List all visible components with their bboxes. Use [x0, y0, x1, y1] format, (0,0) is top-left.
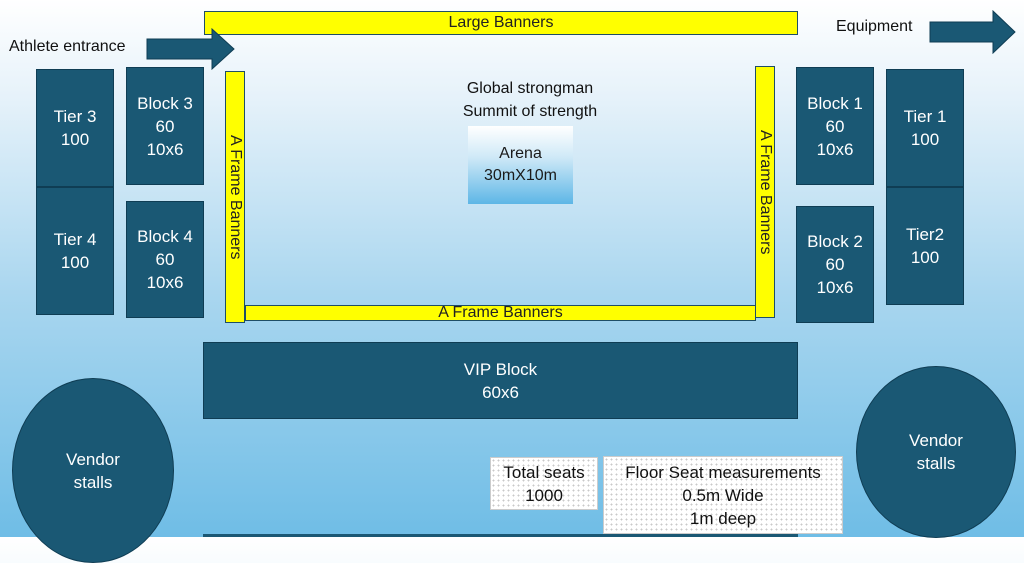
- block-1-size: 10x6: [816, 139, 854, 159]
- floor-seat-title: Floor Seat measurements: [625, 462, 821, 482]
- vip-block-name: VIP Block: [463, 359, 538, 379]
- tier-3: Tier 3 100: [36, 69, 114, 187]
- block-3-name: Block 3: [137, 93, 193, 113]
- vendor-stalls-left-line1: Vendor: [66, 449, 120, 469]
- block-1: Block 1 60 10x6: [796, 67, 874, 185]
- bottom-edge-strip: [203, 534, 798, 537]
- event-title-line1: Global strongman: [466, 80, 594, 97]
- vip-block-size: 60x6: [482, 382, 519, 402]
- block-3-seats: 60: [155, 116, 175, 136]
- block-2-name: Block 2: [807, 232, 863, 251]
- block-3-size: 10x6: [146, 139, 184, 159]
- block-3: Block 3 60 10x6: [126, 67, 204, 185]
- vendor-stalls-left: Vendor stalls: [12, 378, 174, 563]
- block-4: Block 4 60 10x6: [126, 201, 204, 318]
- vendor-stalls-right-line1: Vendor: [909, 431, 963, 450]
- tier-1-name: Tier 1: [903, 107, 947, 126]
- vendor-stalls-left-line2: stalls: [73, 472, 113, 492]
- tier-3-seats: 100: [60, 130, 90, 149]
- tier-4-seats: 100: [60, 253, 90, 272]
- large-banner-label: Large Banners: [448, 14, 554, 31]
- tier-4-name: Tier 4: [53, 230, 97, 249]
- vendor-stalls-right: Vendor stalls: [856, 366, 1016, 538]
- a-frame-banner-bottom-label: A Frame Banners: [438, 304, 563, 321]
- block-2: Block 2 60 10x6: [796, 206, 874, 323]
- floor-seat-depth: 1m deep: [689, 508, 757, 528]
- large-banner: Large Banners: [204, 11, 798, 35]
- event-title-line2: Summit of strength: [462, 103, 598, 120]
- athlete-entrance-arrow-icon: [146, 28, 235, 70]
- block-2-seats: 60: [825, 255, 845, 274]
- a-frame-banner-left-label: A Frame Banners: [227, 134, 244, 260]
- block-4-name: Block 4: [137, 227, 193, 246]
- athlete-entrance-label: Athlete entrance: [9, 38, 126, 55]
- block-1-seats: 60: [825, 116, 845, 136]
- tier-3-name: Tier 3: [53, 107, 97, 126]
- tier-1: Tier 1 100: [886, 69, 964, 187]
- tier-2-seats: 100: [910, 248, 940, 267]
- tier-2-name: Tier2: [905, 225, 945, 244]
- block-4-size: 10x6: [146, 273, 184, 292]
- equipment-arrow-icon: [929, 10, 1016, 54]
- total-seats-label: Total seats: [503, 462, 585, 482]
- tier-4: Tier 4 100: [36, 187, 114, 315]
- floor-seat-measurements-box: Floor Seat measurements 0.5m Wide 1m dee…: [603, 456, 843, 534]
- equipment-label: Equipment: [836, 18, 913, 35]
- a-frame-banner-bottom: A Frame Banners: [245, 304, 756, 321]
- event-title: Global strongman Summit of strength: [440, 77, 620, 123]
- a-frame-banner-left: A Frame Banners: [225, 71, 245, 323]
- vendor-stalls-right-line2: stalls: [916, 454, 956, 473]
- block-2-size: 10x6: [816, 278, 854, 297]
- a-frame-banner-right: A Frame Banners: [755, 66, 775, 318]
- arena-label: Arena: [499, 145, 542, 162]
- floor-seat-width: 0.5m Wide: [682, 485, 764, 505]
- vip-block: VIP Block 60x6: [203, 342, 798, 419]
- tier-1-seats: 100: [910, 130, 940, 149]
- total-seats-value: 1000: [525, 485, 563, 505]
- total-seats-box: Total seats 1000: [490, 457, 598, 510]
- arena-size: 30mX10m: [484, 167, 557, 184]
- tier-2: Tier2 100: [886, 187, 964, 305]
- block-4-seats: 60: [155, 250, 175, 269]
- a-frame-banner-right-label: A Frame Banners: [757, 129, 774, 255]
- block-1-name: Block 1: [807, 93, 863, 113]
- arena: Arena 30mX10m: [468, 126, 573, 204]
